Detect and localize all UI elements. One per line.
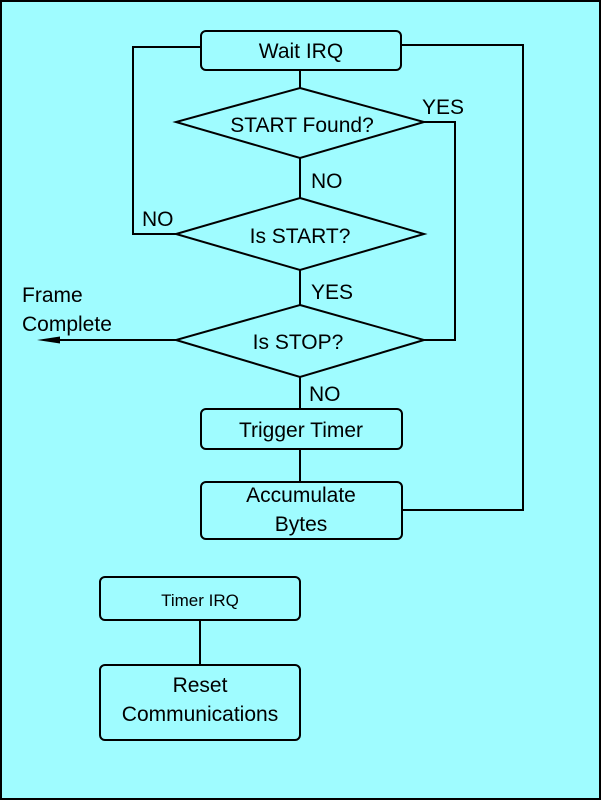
node-is-stop-decision: Is STOP?	[172, 303, 428, 379]
start-found-yes-label: YES	[422, 96, 464, 119]
is-start-diamond	[172, 196, 428, 272]
start-found-diamond	[172, 86, 428, 160]
accumulate-bytes-box	[200, 481, 403, 540]
connectors	[37, 44, 524, 665]
wait-irq-label: Wait IRQ	[259, 40, 343, 63]
edge-labels: YES NO NO YES NO Frame Complete	[22, 96, 464, 406]
wait-irq-box	[200, 30, 402, 71]
accumulate-bytes-label-line-2: Bytes	[275, 513, 328, 536]
node-timer-irq: Timer IRQ	[99, 576, 301, 621]
is-start-yes-label: YES	[311, 281, 353, 304]
node-reset-communications: Reset Communications	[99, 664, 301, 741]
trigger-timer-label: Trigger Timer	[239, 419, 363, 442]
start-found-label: START Found?	[230, 114, 374, 137]
is-stop-diamond	[172, 303, 428, 379]
accumulate-bytes-label-line-1: Accumulate	[246, 484, 356, 507]
connector-accumulate-return-loop	[402, 44, 524, 511]
is-start-no-label: NO	[142, 208, 174, 231]
timer-irq-label: Timer IRQ	[161, 591, 239, 610]
timer-irq-box	[99, 576, 301, 621]
is-start-label: Is START?	[250, 225, 351, 248]
frame-complete-label-line-2: Complete	[22, 313, 112, 336]
reset-communications-label-line-2: Communications	[122, 703, 278, 726]
start-found-no-label: NO	[311, 170, 343, 193]
reset-communications-box	[99, 664, 301, 741]
connector-is-start-no-loop	[132, 46, 200, 235]
node-wait-irq: Wait IRQ	[200, 30, 402, 71]
connector-start-found-yes-to-is-stop	[424, 121, 456, 341]
is-stop-no-label: NO	[309, 383, 341, 406]
is-stop-label: Is STOP?	[253, 331, 344, 354]
node-is-start-decision: Is START?	[172, 196, 428, 272]
trigger-timer-box	[200, 408, 403, 450]
node-accumulate-bytes: Accumulate Bytes	[200, 481, 403, 540]
frame-complete-label-line-1: Frame	[22, 284, 83, 307]
node-trigger-timer: Trigger Timer	[200, 408, 403, 450]
reset-communications-label-line-1: Reset	[173, 674, 228, 697]
node-start-found-decision: START Found?	[172, 86, 428, 160]
frame-complete-arrowhead	[37, 336, 60, 344]
